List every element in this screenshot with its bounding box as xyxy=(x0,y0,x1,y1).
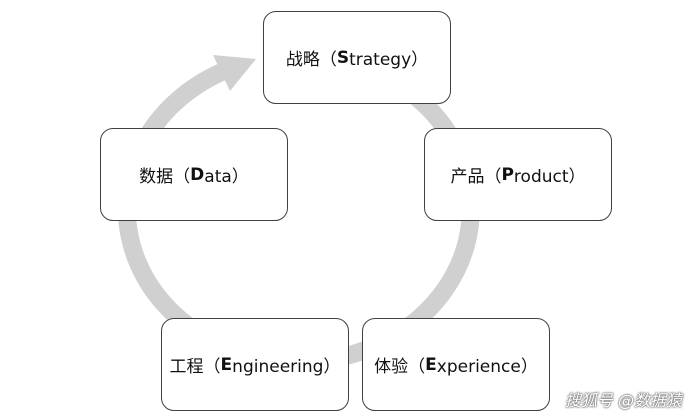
node-data-prefix: 数据（ xyxy=(139,167,191,187)
node-experience-prefix: 体验（ xyxy=(374,357,426,377)
node-engineering-rest: ngineering） xyxy=(232,357,341,377)
node-engineering-prefix: 工程（ xyxy=(169,357,221,377)
node-data-rest: ata） xyxy=(204,167,249,187)
node-engineering-initial: E xyxy=(220,354,233,375)
cycle-arrow-head xyxy=(213,55,256,91)
node-product-rest: roduct） xyxy=(513,167,586,187)
node-strategy-rest: trategy） xyxy=(349,50,429,70)
node-strategy-initial: S xyxy=(336,47,350,68)
watermark-platform: 搜狐号 xyxy=(564,391,613,410)
node-product-initial: P xyxy=(501,164,514,185)
node-experience-rest: xperience） xyxy=(436,357,538,377)
watermark: 搜狐号 @数据猿 xyxy=(565,387,682,411)
node-product-prefix: 产品（ xyxy=(450,167,502,187)
node-experience-initial: E xyxy=(425,354,437,375)
node-strategy-prefix: 战略（ xyxy=(285,50,337,70)
node-data-initial: D xyxy=(190,164,205,185)
watermark-account: @数据猿 xyxy=(617,391,682,410)
